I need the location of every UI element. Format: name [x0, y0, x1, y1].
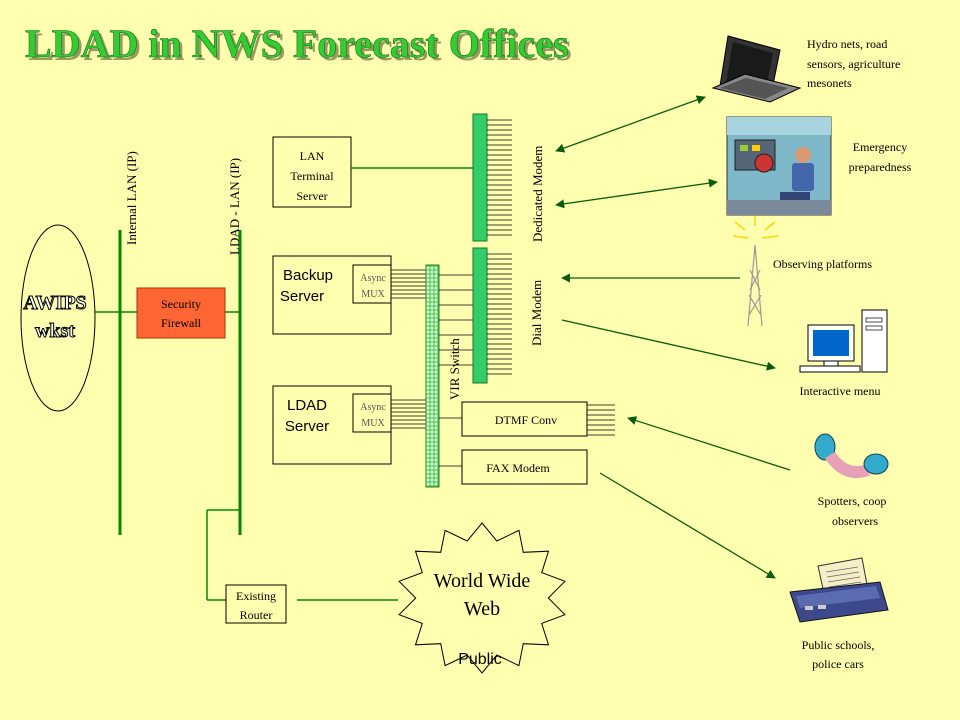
observing-label: Observing platforms: [773, 257, 872, 271]
dial-modem-bank: Dial Modem: [472, 247, 544, 384]
telephone-icon: [814, 433, 889, 479]
dial-modem-label: Dial Modem: [529, 280, 544, 346]
awips-label-line1: AWIPS: [23, 292, 86, 314]
ldad-server: LDAD Server Async MUX: [272, 385, 392, 465]
computer-icon: [799, 309, 888, 373]
dtmf-converter: DTMF Conv: [461, 401, 615, 437]
router-label-line2: Router: [240, 608, 273, 622]
lan-terminal-server-line1: LAN: [300, 149, 325, 163]
dedicated-modem-bank: Dedicated Modem: [472, 113, 545, 242]
page-title: LDAD in NWS Forecast Offices: [25, 21, 569, 66]
backup-mux-line1: Async: [360, 273, 386, 284]
page-title-shadow: LDAD in NWS Forecast Offices: [28, 24, 572, 69]
ldad-mux-line1: Async: [360, 402, 386, 413]
public-schools-label-line1: Public schools,: [802, 638, 875, 652]
public-label: Public: [458, 651, 502, 668]
radio-tower-icon: [732, 216, 779, 327]
backup-server: Backup Server Async MUX: [272, 255, 392, 335]
lan-terminal-server: LAN Terminal Server: [272, 136, 352, 208]
ldad-lan-label: LDAD - LAN (IP): [227, 158, 242, 255]
backup-server-line1: Backup: [283, 267, 333, 284]
router-label-line1: Existing: [236, 589, 276, 603]
backup-mux-line2: MUX: [361, 289, 385, 300]
switch-outputs: [439, 274, 473, 467]
awips-label-line2: wkst: [35, 320, 75, 342]
existing-router: Existing Router: [225, 584, 287, 624]
laptop-icon: [711, 35, 802, 103]
www-line2: Web: [464, 598, 500, 620]
connection-arrows: [555, 95, 791, 579]
firewall-label-line1: Security: [161, 297, 201, 311]
fax-machine-icon: [789, 557, 889, 623]
vir-switch: VIR Switch: [425, 264, 462, 488]
mux-connections: [391, 269, 426, 429]
vir-switch-label: VIR Switch: [447, 338, 462, 400]
security-firewall: Security Firewall: [136, 287, 226, 339]
spotters-label-line2: observers: [832, 514, 878, 528]
awips-workstation: AWIPS wkst: [20, 224, 96, 412]
hydro-label-line3: mesonets: [807, 76, 852, 90]
lan-terminal-server-line2: Terminal: [290, 169, 334, 183]
www-line1: World Wide: [434, 570, 531, 592]
internal-lan-label: Internal LAN (IP): [124, 151, 139, 245]
fax-modem: FAX Modem: [461, 449, 588, 485]
fax-modem-label: FAX Modem: [486, 461, 550, 475]
ldad-server-line2: Server: [285, 418, 329, 435]
control-room-icon: [726, 116, 832, 216]
lan-terminal-server-line3: Server: [296, 189, 327, 203]
dedicated-modem-label: Dedicated Modem: [530, 146, 545, 242]
firewall-label-line2: Firewall: [161, 316, 202, 330]
ldad-server-line1: LDAD: [287, 397, 327, 414]
hydro-label-line2: sensors, agriculture: [807, 57, 900, 71]
ldad-mux-line2: MUX: [361, 418, 385, 429]
emergency-label-line2: preparedness: [849, 160, 912, 174]
emergency-label-line1: Emergency: [853, 140, 907, 154]
interactive-label: Interactive menu: [800, 384, 881, 398]
hydro-label-line1: Hydro nets, road: [807, 37, 887, 51]
spotters-label-line1: Spotters, coop: [818, 494, 887, 508]
dtmf-conv-label: DTMF Conv: [495, 413, 557, 427]
backup-server-line2: Server: [280, 288, 324, 305]
public-schools-label-line2: police cars: [812, 657, 864, 671]
world-wide-web: World Wide Web: [398, 522, 566, 674]
